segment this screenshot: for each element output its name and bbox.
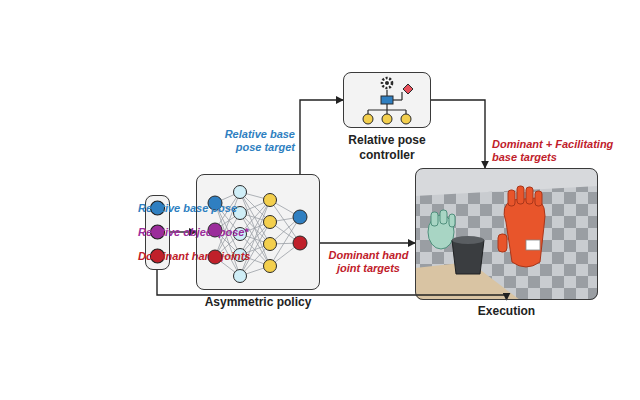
illustration-part [145,195,170,270]
illustration-part [526,240,540,250]
illustration-part [405,110,406,114]
illustration-part [415,168,598,300]
illustration-part [234,186,247,199]
illustration-part [264,216,277,229]
illustration-part [381,96,393,104]
illustration-part [526,187,533,204]
pot [452,236,484,274]
node-label: Relative pose controller [331,133,443,163]
input-box-fill [145,195,170,270]
orange-hand [498,186,545,267]
illustration-part [208,196,222,210]
illustration-part [215,192,300,276]
illustration-part [293,210,307,224]
illustration-part [264,260,277,273]
edge-label: Dominant hand joint targets [324,249,414,275]
box-outline [343,72,431,128]
policy-node: Asymmetric policy [196,174,320,314]
node-label: Execution [415,304,598,319]
illustration-part [385,81,389,85]
input-label: Relative object pose* [138,225,139,239]
illustration-part [343,72,431,128]
controller-node: Relative pose controller [343,72,431,164]
illustration-part [264,194,277,207]
connector-arrow [170,231,196,232]
edge-label: Dominant + Facilitating base targets [491,138,633,164]
illustration-part [234,270,247,283]
illustration-part [386,104,387,110]
box-outline [196,174,320,290]
illustration-part [234,228,247,241]
connector-arrow [320,242,415,243]
illustration-part [151,249,165,263]
simulation-scene [415,168,598,300]
illustration-part [386,110,387,114]
illustration-part [208,223,222,237]
node-label: Asymmetric policy [186,295,330,310]
illustration-part [363,114,373,124]
input-label: Dominant hand joints [138,249,139,263]
neural-network [196,174,320,290]
illustration-part [401,92,402,100]
illustration-part [498,234,507,252]
input-label: Relative base pose [138,201,139,215]
illustration-part [508,190,515,206]
illustration-part [208,250,222,264]
illustration-part [151,201,165,215]
illustration-part [293,236,307,250]
illustration-part [535,191,542,206]
execution-node: Execution [415,168,598,320]
illustration-part [386,90,387,96]
illustration-part [264,238,277,251]
box-outline [145,195,170,270]
controller-icon [343,72,431,128]
illustration-part [449,214,455,227]
input-node: Relative base poseRelative object pose* D… [10,195,172,270]
edge-label: Relative base pose target [202,128,296,154]
illustration-part [431,212,438,226]
teal-hand [428,210,455,249]
illustration-part [415,186,598,300]
illustration-part [504,198,545,267]
illustration-part [401,114,411,124]
illustration-part [403,84,413,94]
box-outline [415,168,598,300]
illustration-part [382,114,392,124]
illustration-part [151,225,165,239]
illustration-part [517,186,524,204]
connector-arrow [431,100,485,168]
illustration-part [208,186,307,283]
illustration-part [234,249,247,262]
illustration-part [452,240,484,274]
illustration-part [234,207,247,220]
illustration-part [367,110,368,114]
illustration-part [452,236,484,244]
illustration-part [196,174,320,290]
connector-arrow [300,100,343,174]
illustration-part [382,78,392,88]
illustration-part [368,90,406,114]
illustration-part [440,210,447,224]
